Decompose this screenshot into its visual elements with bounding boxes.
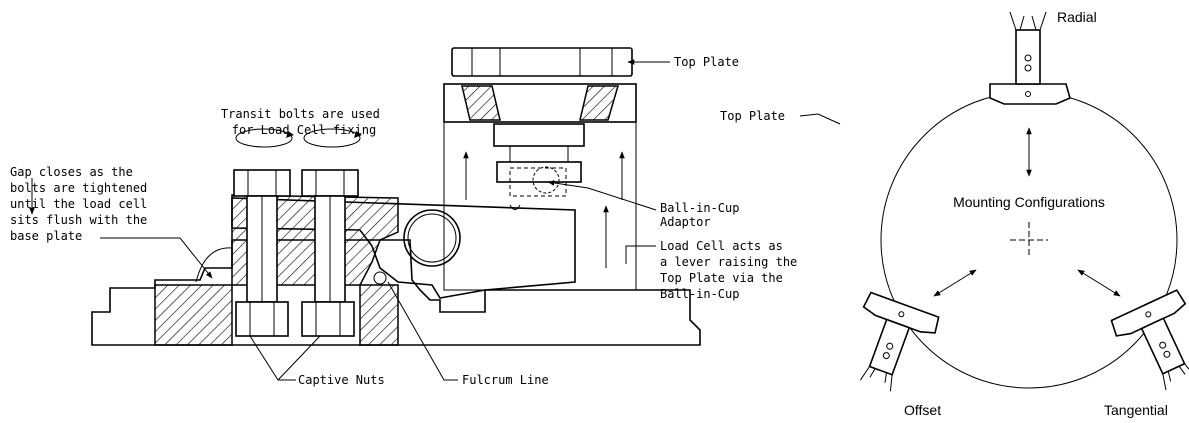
- top-plate-hatch-left: [461, 85, 501, 121]
- leader-ball-in-cup: [547, 180, 657, 211]
- adaptor-cup: [496, 161, 582, 183]
- radial-label: Radial: [1057, 9, 1097, 25]
- adaptor-block: [493, 123, 585, 147]
- lever-note: Load Cell acts as a lever raising the To…: [660, 239, 805, 301]
- ball-in-cup: [509, 167, 567, 197]
- tangential-label: Tangential: [1104, 402, 1168, 418]
- captive-nut-2: [301, 301, 355, 337]
- radial-cell: [989, 11, 1071, 105]
- leader-gap: [100, 237, 213, 279]
- top-plate-housing: [443, 121, 637, 291]
- top-plate-hatch-right: [579, 85, 620, 121]
- transit-bolt-1: [233, 169, 291, 303]
- leader-top-plate-right: [799, 113, 841, 125]
- load-cell-bore-inner: [407, 213, 457, 263]
- top-plate-label: Top Plate: [674, 55, 739, 69]
- top-plate-right-label: Top Plate: [720, 109, 785, 123]
- ball-in-cup-label: Ball-in-Cup Adaptor: [660, 201, 747, 229]
- base-plate-hump: [195, 247, 233, 283]
- tangential-cell: [1110, 289, 1189, 391]
- fulcrum-line-label: Fulcrum Line: [462, 373, 549, 387]
- leader-captive-nuts: [249, 335, 321, 381]
- cell-notch: [509, 204, 521, 210]
- base-plate-hatch-left: [154, 284, 233, 346]
- captive-nut-1: [235, 301, 289, 337]
- offset-label: Offset: [904, 402, 941, 418]
- leader-fulcrum: [387, 281, 458, 381]
- adaptor-stem: [509, 145, 569, 163]
- transit-note: Transit bolts are used for Load Cell fix…: [221, 107, 387, 137]
- tangential-arrow: [1077, 269, 1121, 297]
- ball: [532, 166, 560, 194]
- offset-cell: [859, 291, 940, 392]
- captive-nuts-label: Captive Nuts: [298, 373, 385, 387]
- rotation-arrow-2: [303, 128, 362, 148]
- load-cell-bore: [403, 209, 461, 267]
- top-plate: [451, 47, 633, 77]
- base-plate: [91, 239, 701, 346]
- base-plate-hatch-right: [359, 284, 399, 346]
- fulcrum-point: [373, 271, 387, 285]
- offset-arrow: [933, 269, 977, 297]
- mounting-configurations-drawing: Mounting Configurations Radial Offset Ta…: [859, 9, 1189, 418]
- rotation-arrow-1: [235, 128, 294, 148]
- gap-note: Gap closes as the bolts are tightened un…: [10, 165, 155, 243]
- mounting-configurations-label: Mounting Configurations: [953, 194, 1105, 210]
- leader-lever: [625, 245, 656, 264]
- cross-section-drawing: Transit bolts are used for Load Cell fix…: [10, 47, 841, 387]
